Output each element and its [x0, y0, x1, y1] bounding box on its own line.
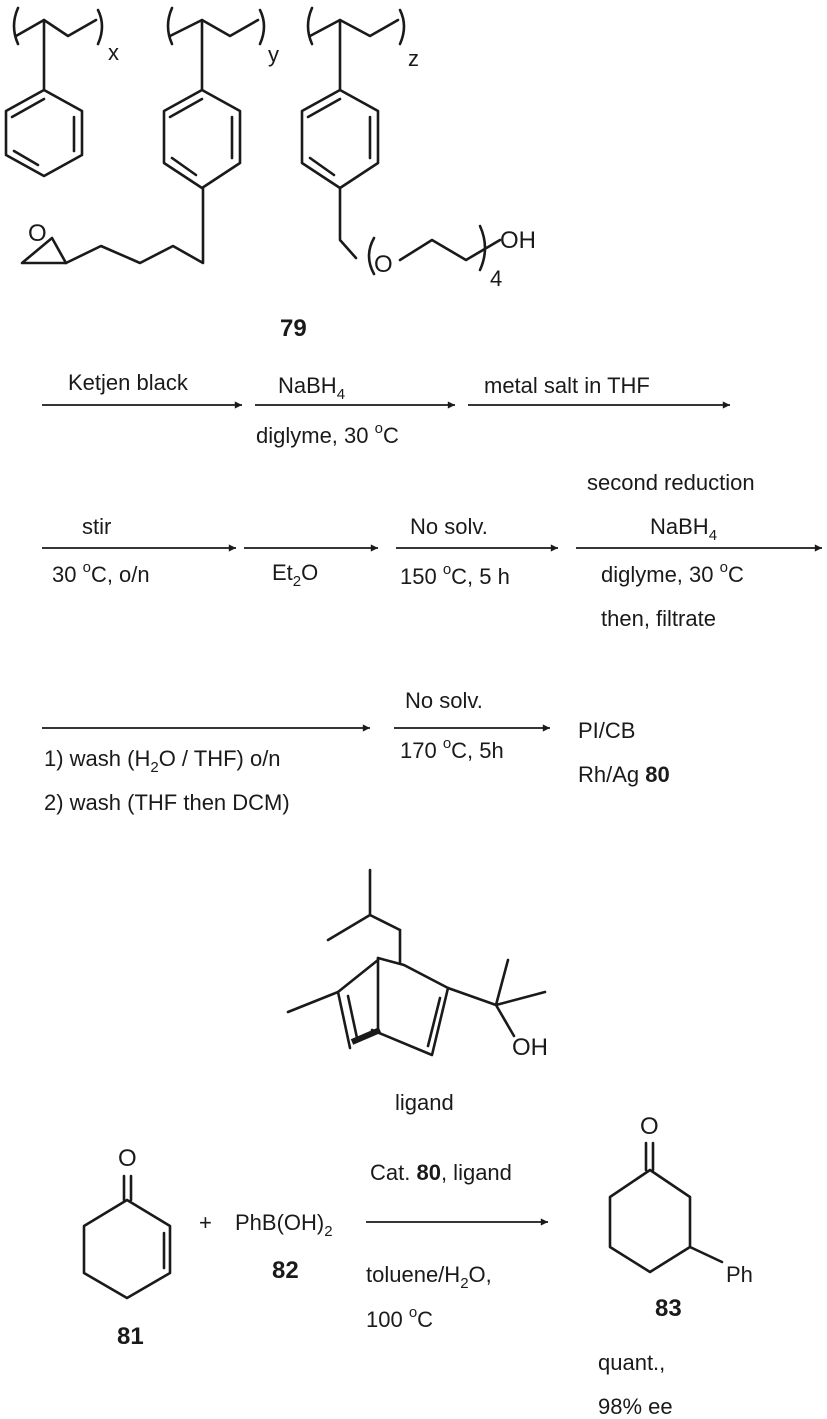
ligand-oh-label: OH [512, 1034, 548, 1061]
label-diglyme-30c-1: diglyme, 30 oC [256, 420, 399, 448]
ether-oxygen-label: O [374, 251, 393, 278]
enone-oxygen-label: O [118, 1145, 137, 1172]
boronic-acid-label: PhB(OH)2 [235, 1210, 333, 1240]
product-pi-cb-label: PI/CB [578, 718, 635, 743]
peg-chain [338, 186, 502, 276]
subscript-z: z [408, 46, 419, 71]
ee-label: 98% ee [598, 1394, 673, 1419]
step-row-2: stir 30 oC, o/n Et2O No solv. 150 oC, 5 … [42, 470, 822, 631]
compound-number-82: 82 [272, 1257, 299, 1284]
product-rh-ag-label: Rh/Ag 80 [578, 762, 670, 787]
label-170c-5h: 170 oC, 5h [400, 735, 504, 763]
step-row-1: Ketjen black NaBH4 diglyme, 30 oC metal … [42, 370, 730, 448]
yield-label: quant., [598, 1350, 665, 1375]
label-et2o: Et2O [272, 560, 318, 590]
label-toluene-water: toluene/H2O, [366, 1262, 492, 1292]
compound-number-83: 83 [655, 1295, 682, 1322]
label-wash-1: 1) wash (H2O / THF) o/n [44, 746, 281, 776]
compound-number-81: 81 [117, 1323, 144, 1350]
label-metal-salt: metal salt in THF [484, 373, 650, 398]
epoxybutyl-chain [20, 186, 205, 265]
hydroxyl-label: OH [500, 227, 536, 254]
ligand-caption: ligand [395, 1090, 454, 1115]
plus-sign: + [199, 1210, 212, 1235]
label-nabh4-2: NaBH4 [650, 514, 717, 544]
label-cat-80-ligand: Cat. 80, ligand [370, 1160, 512, 1185]
cyclohexenone-81: O 81 [82, 1145, 172, 1350]
label-diglyme-30c-2: diglyme, 30 oC [601, 559, 744, 587]
polymer-79-structure: x y z O O OH 4 79 [4, 6, 536, 342]
diene-ligand-structure: OH ligand [286, 868, 548, 1115]
phenylboronic-acid-82: PhB(OH)2 82 [235, 1210, 333, 1284]
subscript-y: y [268, 42, 279, 67]
step-row-3: 1) wash (H2O / THF) o/n 2) wash (THF the… [42, 688, 670, 815]
phenylcyclohexanone-83: O Ph 83 quant., 98% ee [598, 1113, 753, 1419]
ketone-oxygen-label: O [640, 1113, 659, 1140]
label-wash-2: 2) wash (THF then DCM) [44, 790, 290, 815]
label-30c-overnight: 30 oC, o/n [52, 559, 150, 587]
phenyl-label: Ph [726, 1262, 753, 1287]
compound-number-79: 79 [280, 315, 307, 342]
subscript-x: x [108, 40, 119, 65]
label-stir: stir [82, 514, 111, 539]
label-no-solv-2: No solv. [405, 688, 483, 713]
label-second-reduction: second reduction [587, 470, 755, 495]
styrene-unit-y [162, 6, 266, 190]
epoxide-oxygen-label: O [28, 220, 47, 247]
styrene-unit-z [300, 6, 406, 190]
label-100c: 100 oC [366, 1304, 433, 1332]
label-then-filtrate: then, filtrate [601, 606, 716, 631]
repeat-count-label: 4 [490, 266, 502, 291]
styrene-unit-x [4, 6, 104, 178]
label-150c-5h: 150 oC, 5 h [400, 561, 510, 589]
label-no-solv-1: No solv. [410, 514, 488, 539]
label-nabh4-1: NaBH4 [278, 373, 345, 403]
label-ketjen-black: Ketjen black [68, 370, 189, 395]
